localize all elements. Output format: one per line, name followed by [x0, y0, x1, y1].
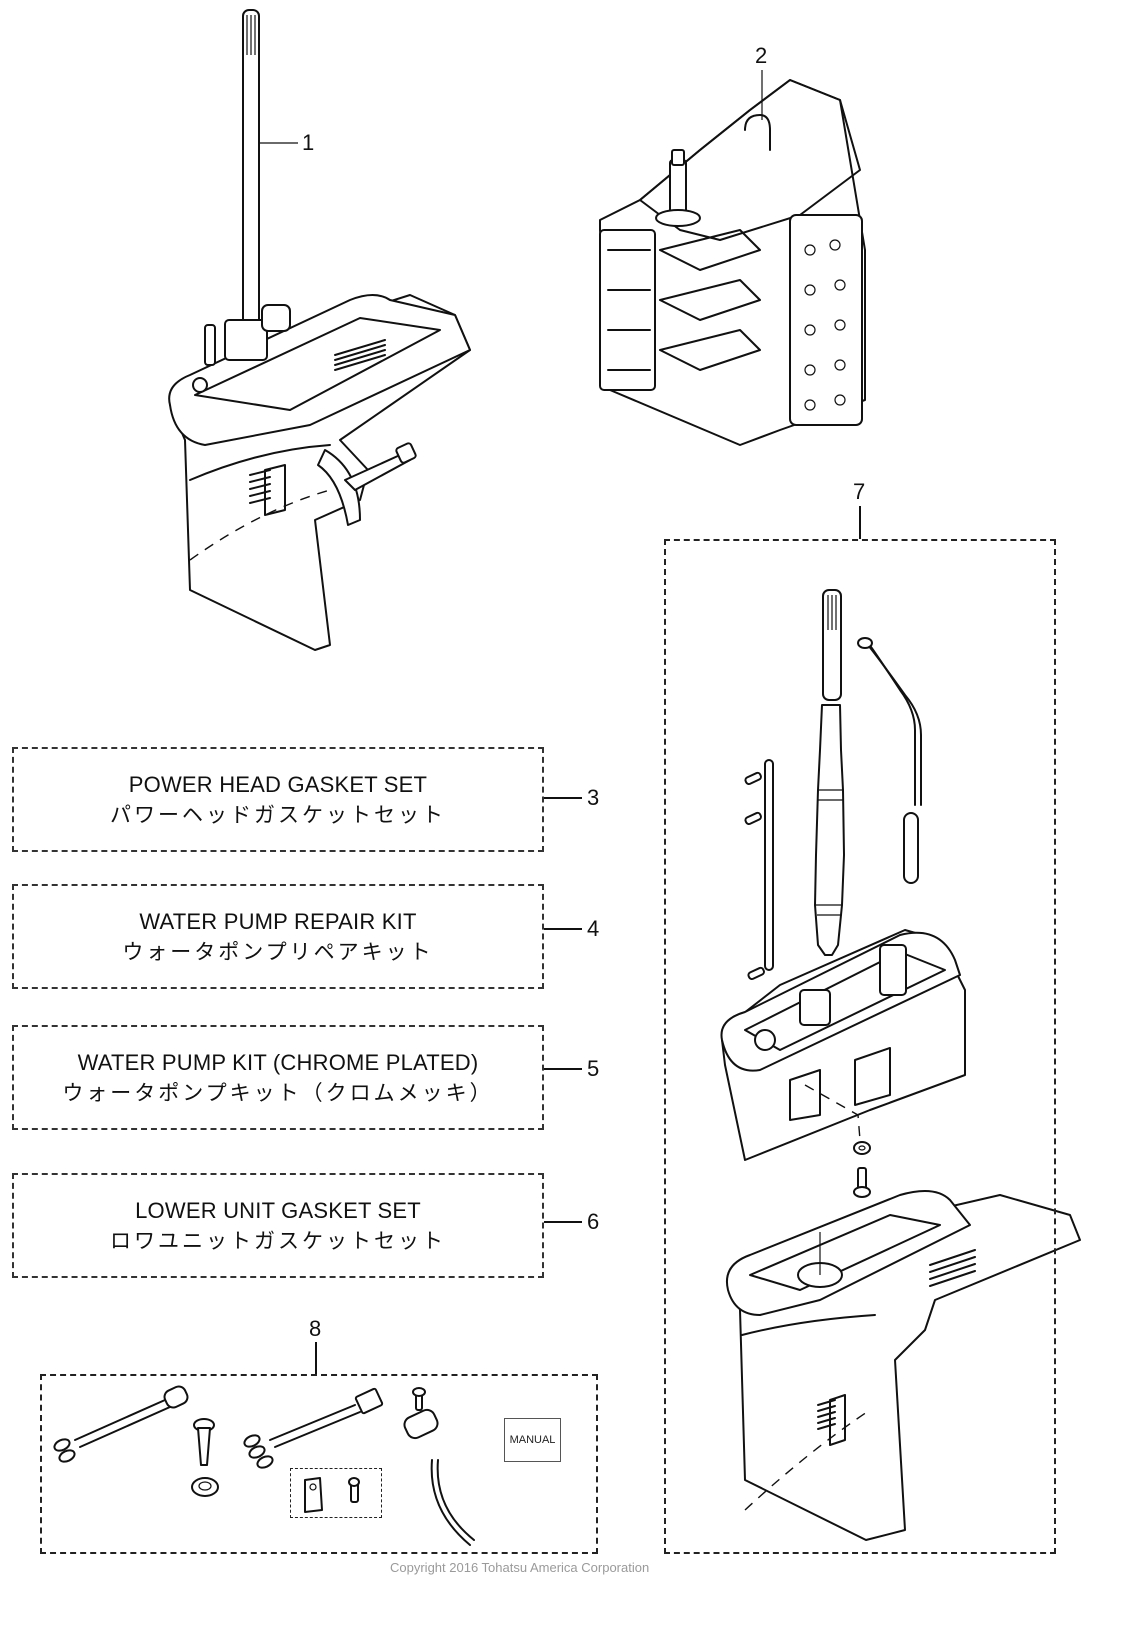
kit-label-en: WATER PUMP KIT (CHROME PLATED): [77, 1049, 479, 1075]
shift-rod-icon: [744, 759, 774, 981]
sensor-and-hose-icon: [403, 1387, 475, 1546]
wire-harness-3pin-icon: [243, 1387, 384, 1469]
driveshaft-upper-icon: [822, 589, 842, 701]
kit-frame-8[interactable]: [40, 1374, 598, 1554]
kit-box-water-pump-repair-kit[interactable]: WATER PUMP REPAIR KIT ウォータポンプリペアキット: [12, 884, 544, 989]
washer-icon: [853, 1141, 871, 1155]
bolt-guide-line: [804, 1084, 861, 1141]
callout-5[interactable]: 5: [587, 1056, 600, 1081]
kit-label-jp: パワーヘッドガスケットセット: [110, 802, 446, 827]
driveshaft-lower-icon: [814, 704, 845, 956]
callout-4[interactable]: 4: [587, 916, 600, 941]
copyright-notice: Copyright 2016 Tohatsu America Corporati…: [390, 1560, 650, 1575]
callout-3-leader: [544, 797, 582, 799]
kit-label-jp: ウォータポンプキット（クロムメッキ）: [62, 1080, 494, 1105]
power-head-icon: [599, 79, 866, 446]
bracket-and-screw-icon: [304, 1477, 360, 1513]
drive-housing-icon: [720, 929, 966, 1161]
grommet-plug-icon: [191, 1418, 219, 1497]
kit-label-en: POWER HEAD GASKET SET: [128, 771, 428, 797]
callout-8[interactable]: 8: [309, 1316, 322, 1341]
callout-2[interactable]: 2: [755, 43, 768, 68]
callout-5-leader: [544, 1068, 582, 1070]
callout-3[interactable]: 3: [587, 785, 600, 810]
kit-label-jp: ウォータポンプリペアキット: [122, 939, 434, 964]
kit-label-jp: ロワユニットガスケットセット: [110, 1228, 446, 1253]
manual-booklet: MANUAL: [504, 1418, 561, 1462]
wire-harness-2pin-icon: [53, 1385, 189, 1463]
kit-box-lower-unit-gasket-set[interactable]: LOWER UNIT GASKET SET ロワユニットガスケットセット: [12, 1173, 544, 1278]
gearcase-icon: [168, 294, 471, 651]
callout-6[interactable]: 6: [587, 1209, 600, 1234]
kit-box-water-pump-kit-chrome[interactable]: WATER PUMP KIT (CHROME PLATED) ウォータポンプキッ…: [12, 1025, 544, 1130]
kit-frame-7[interactable]: [664, 539, 1056, 1554]
callout-8-leader: [315, 1342, 317, 1374]
callout-7[interactable]: 7: [853, 479, 866, 504]
callout-4-leader: [544, 928, 582, 930]
bolt-icon: [853, 1167, 871, 1198]
bracket-sub-frame: [290, 1468, 382, 1518]
kit-label-en: WATER PUMP REPAIR KIT: [139, 908, 417, 934]
callout-7-leader: [859, 506, 861, 539]
kit-box-power-head-gasket-set[interactable]: POWER HEAD GASKET SET パワーヘッドガスケットセット: [12, 747, 544, 852]
kit-label-en: LOWER UNIT GASKET SET: [135, 1197, 421, 1223]
driveshaft-icon: [242, 9, 260, 341]
water-tube-icon: [857, 637, 922, 884]
gearcase-kit-icon: [726, 1190, 1081, 1541]
callout-1[interactable]: 1: [302, 130, 315, 155]
callout-6-leader: [544, 1221, 582, 1223]
